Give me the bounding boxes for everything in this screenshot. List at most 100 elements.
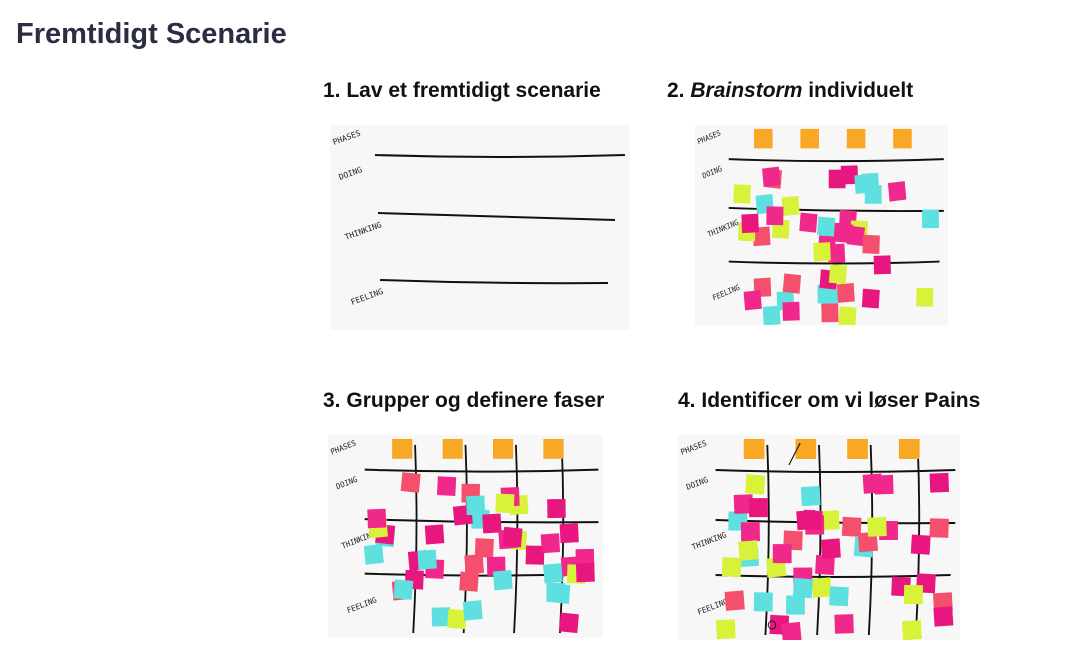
- step-emphasis: Brainstorm: [690, 79, 803, 102]
- sticky-note: [817, 216, 836, 237]
- sticky-note: [811, 577, 832, 598]
- sticky-note: [933, 606, 954, 627]
- sticky-note: [543, 438, 564, 459]
- sticky-note: [795, 439, 817, 459]
- step-text: Identificer om vi løser Pains: [701, 389, 981, 412]
- sticky-note: [893, 128, 912, 149]
- sticky-note: [820, 538, 841, 559]
- board-label: FEELING: [711, 282, 741, 302]
- sticky-note: [782, 273, 802, 294]
- sticky-note: [400, 472, 421, 493]
- marker-line: [715, 574, 951, 578]
- step-1-heading: 1. Lav et fremtidigt scenarie: [323, 79, 601, 103]
- sticky-note: [922, 209, 939, 229]
- step-text: Grupper og definere faser: [346, 389, 605, 412]
- sticky-note: [462, 600, 483, 621]
- board-label: THINKING: [344, 220, 383, 242]
- sticky-note: [781, 195, 800, 216]
- sticky-note: [743, 290, 762, 311]
- board-label: FEELING: [346, 595, 378, 615]
- phase-divider-line: [816, 444, 822, 636]
- sticky-note: [874, 474, 894, 495]
- sticky-note: [841, 516, 862, 537]
- sticky-note: [447, 608, 467, 630]
- sticky-note: [862, 234, 880, 254]
- board-label: FEELING: [350, 287, 385, 307]
- sticky-note: [559, 523, 579, 544]
- sticky-note: [829, 586, 849, 607]
- sticky-note: [466, 495, 486, 516]
- sticky-note: [367, 508, 387, 529]
- sticky-note: [740, 522, 760, 542]
- sticky-note: [424, 524, 445, 545]
- marker-line: [364, 468, 599, 473]
- sticky-note: [753, 592, 773, 612]
- sticky-note: [820, 510, 840, 531]
- sticky-note: [781, 621, 802, 640]
- sticky-note: [887, 181, 907, 202]
- sticky-note: [459, 571, 479, 592]
- sticky-note: [733, 494, 754, 514]
- sticky-note: [733, 184, 751, 204]
- sticky-note: [898, 439, 920, 459]
- step-number: 3.: [323, 389, 341, 412]
- sticky-note: [821, 303, 839, 323]
- step-number: 2.: [667, 79, 685, 102]
- marker-line: [715, 469, 956, 473]
- sticky-note: [745, 474, 766, 495]
- sticky-note: [838, 306, 857, 325]
- sticky-note: [828, 264, 848, 285]
- annotation-mark: [767, 620, 777, 630]
- sticky-note: [847, 439, 868, 459]
- board-label: FEELING: [696, 597, 729, 617]
- sticky-note: [813, 242, 831, 262]
- step-text: individuelt: [802, 79, 914, 102]
- sticky-note: [916, 287, 934, 307]
- sticky-note: [861, 288, 880, 309]
- sticky-note: [902, 620, 922, 640]
- marker-line: [379, 279, 609, 285]
- sticky-note: [392, 438, 413, 459]
- sticky-note: [559, 612, 579, 634]
- sticky-note: [502, 526, 523, 548]
- sticky-note: [431, 607, 451, 627]
- sticky-note: [436, 476, 457, 497]
- step-number: 4.: [678, 389, 696, 412]
- board-label: DOING: [701, 164, 723, 181]
- step-number: 1.: [323, 79, 341, 102]
- sticky-note: [525, 545, 545, 565]
- sticky-note: [873, 255, 891, 275]
- sticky-note: [743, 439, 765, 459]
- board-label: PHASES: [679, 438, 708, 457]
- board-label: PHASES: [329, 438, 357, 457]
- sticky-note: [493, 438, 514, 459]
- sticky-note: [792, 577, 813, 599]
- sticky-note: [800, 128, 819, 149]
- sticky-note: [910, 534, 931, 555]
- step-3-heading: 3. Grupper og definere faser: [323, 389, 604, 413]
- sticky-note: [417, 549, 437, 570]
- page-title: Fremtidigt Scenarie: [16, 18, 287, 50]
- sticky-note: [835, 222, 854, 244]
- board-label: THINKING: [691, 530, 728, 552]
- sticky-note: [815, 554, 835, 576]
- board-label: PHASES: [696, 128, 722, 147]
- sticky-note: [482, 513, 502, 534]
- sticky-note: [721, 557, 742, 577]
- sticky-note: [799, 212, 818, 233]
- sticky-note: [363, 544, 384, 565]
- marker-line: [374, 154, 626, 158]
- board-label: DOING: [338, 165, 364, 182]
- step-2-heading: 2. Brainstorm individuelt: [667, 79, 913, 103]
- sticky-note: [474, 538, 494, 558]
- sticky-note: [762, 305, 781, 325]
- step-4-heading: 4. Identificer om vi løser Pains: [678, 389, 980, 413]
- sticky-note: [836, 282, 855, 303]
- sticky-note: [828, 169, 846, 189]
- annotation-arrow: [788, 442, 801, 466]
- sticky-note: [786, 595, 805, 615]
